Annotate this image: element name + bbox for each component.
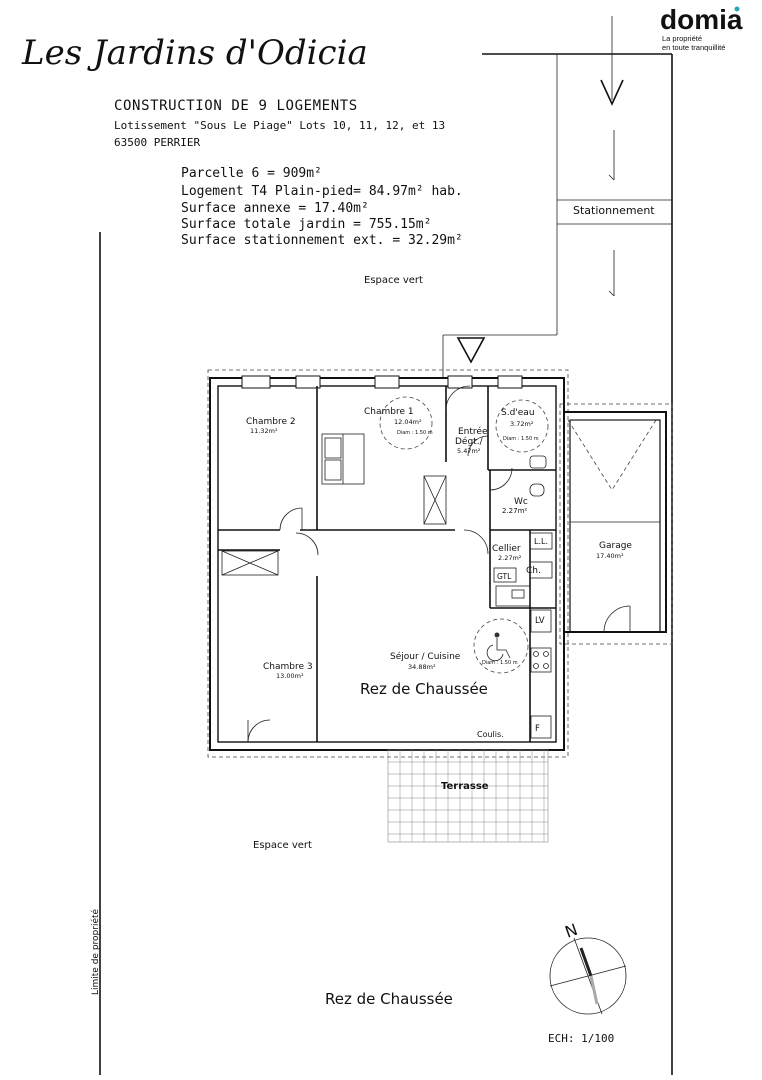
room-wc-name: Wc <box>514 497 528 507</box>
room-chambre2-area: 11.32m² <box>250 427 278 435</box>
stat-parcelle: Parcelle 6 = 909m² <box>181 166 322 181</box>
stat-logement: Logement T4 Plain-pied= 84.97m² hab. <box>181 184 463 199</box>
terrasse-label: Terrasse <box>441 781 489 792</box>
logo-text: domia <box>660 4 743 35</box>
room-chambre1-name: Chambre 1 <box>364 407 414 417</box>
garage <box>559 403 673 645</box>
turning-circle-chambre1 <box>379 396 433 450</box>
logo-tagline-2: en toute tranquillité <box>662 43 725 52</box>
top-windows <box>241 375 523 389</box>
project-heading: CONSTRUCTION DE 9 LOGEMENTS <box>114 98 358 114</box>
ch-box <box>529 561 553 579</box>
wardrobe-cross <box>221 550 279 576</box>
room-chambre2-name: Chambre 2 <box>246 417 296 427</box>
turning-circle-sdeau <box>495 399 549 453</box>
room-sdeau-name: S.d'eau <box>501 408 535 418</box>
fixture-gtl: GTL <box>497 572 512 581</box>
logo-dot-icon <box>734 6 740 12</box>
limite-label: Limite de propriété <box>90 908 101 995</box>
rdc-footer-label: Rez de Chaussée <box>325 990 453 1008</box>
ll-box <box>529 532 553 550</box>
fixture-f: F <box>535 724 540 734</box>
room-sejour-diam: Diam : 1.50 m <box>482 660 518 666</box>
room-chambre1-area: 12.04m² <box>394 418 422 426</box>
room-cellier-area: 2.27m² <box>498 554 522 562</box>
project-lots: Lotissement "Sous Le Piage" Lots 10, 11,… <box>114 119 445 132</box>
room-cellier-name: Cellier <box>492 544 521 554</box>
terrace <box>387 749 549 843</box>
coulis-label: Coulis. <box>477 730 504 739</box>
parking-area: Stationnement <box>442 16 672 378</box>
domia-logo: domia La propriété en toute tranquillité <box>660 4 743 52</box>
stationnement-label: Stationnement <box>573 204 655 217</box>
kitchen-counter <box>495 585 552 739</box>
stat-annexe: Surface annexe = 17.40m² <box>181 201 369 216</box>
entrance-arrow-icon <box>456 337 486 364</box>
espace-vert-top: Espace vert <box>364 275 423 286</box>
interior-walls <box>218 386 556 742</box>
plan-title: Les Jardins d'Odicia <box>21 33 368 73</box>
room-chambre3-area: 13.00m² <box>276 672 304 680</box>
logo-tagline-1: La propriété <box>662 34 702 43</box>
compass-icon: N <box>549 920 627 1015</box>
room-entree-area: 5.47m² <box>457 447 481 455</box>
fixture-ll: L.L. <box>534 537 548 546</box>
room-garage-name: Garage <box>599 541 632 551</box>
room-sdeau-diam: Diam : 1.50 m <box>503 436 539 442</box>
stat-jardin: Surface totale jardin = 755.15m² <box>181 217 431 232</box>
fixture-lv: LV <box>535 616 545 626</box>
room-chambre3-name: Chambre 3 <box>263 662 313 672</box>
north-label: N <box>562 920 580 942</box>
scale-label: ECH: 1/100 <box>548 1032 614 1045</box>
espace-vert-bottom: Espace vert <box>253 840 312 851</box>
room-chambre1-diam: Diam : 1.50 m <box>397 430 433 436</box>
project-city: 63500 PERRIER <box>114 136 200 149</box>
fixture-ch: Ch. <box>526 566 541 576</box>
doors <box>247 385 513 743</box>
room-garage-area: 17.40m² <box>596 552 624 560</box>
bed <box>321 433 365 485</box>
room-sejour-name: Séjour / Cuisine <box>390 651 461 662</box>
gtl-box <box>493 567 517 583</box>
closet <box>423 475 447 525</box>
stat-stationnement: Surface stationnement ext. = 32.29m² <box>181 233 463 248</box>
sink-fixture <box>529 455 547 469</box>
room-sejour-area: 34.88m² <box>408 663 436 671</box>
turning-circle-sejour <box>473 618 529 674</box>
wheelchair-icon <box>486 632 511 662</box>
room-entree-name: Entrée <box>458 426 488 437</box>
room-sdeau-area: 3.72m² <box>510 420 534 428</box>
terrace-border <box>387 749 549 843</box>
room-entree-name2: Dégt./ <box>455 436 484 447</box>
wc-fixture <box>529 483 545 497</box>
room-wc-area: 2.27m² <box>502 507 527 515</box>
rdc-main-label: Rez de Chaussée <box>360 680 488 698</box>
